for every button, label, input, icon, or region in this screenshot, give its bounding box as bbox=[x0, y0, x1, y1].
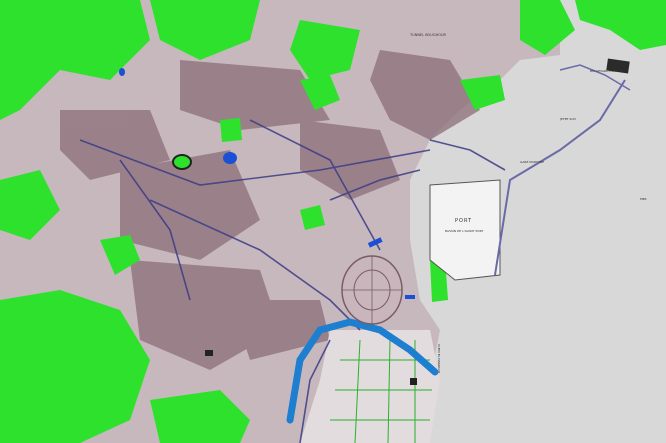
pond bbox=[119, 68, 125, 76]
label-port-sub: BASSIN DE L'AVANT PORT bbox=[445, 229, 483, 233]
label-north-road: TUNNEL BOUGHOUR bbox=[409, 33, 447, 37]
reservoir bbox=[223, 152, 237, 164]
dark-block bbox=[205, 350, 213, 356]
urban-blocks bbox=[60, 50, 480, 370]
label-port: PORT bbox=[455, 218, 472, 224]
label-lower-coast: OUED EL HARRACH bbox=[437, 344, 441, 373]
north-pier bbox=[559, 64, 631, 91]
label-jetty: JETEE SUD bbox=[559, 117, 576, 121]
label-harbor-office: GARE MARITIME bbox=[520, 160, 544, 164]
river bbox=[286, 318, 439, 424]
oval-district bbox=[341, 255, 403, 325]
port-basin bbox=[429, 179, 501, 281]
blue-strip-2 bbox=[405, 295, 415, 299]
stadium bbox=[172, 154, 192, 170]
pier-block bbox=[606, 58, 630, 74]
lower-district bbox=[300, 330, 440, 443]
dark-block-2 bbox=[410, 378, 417, 385]
blue-strip bbox=[367, 237, 383, 248]
roads bbox=[79, 119, 506, 443]
jetty bbox=[494, 79, 626, 276]
label-coast-right: MER bbox=[640, 197, 647, 201]
label-pier-top: BOULEVARD DU PORT bbox=[590, 69, 623, 73]
